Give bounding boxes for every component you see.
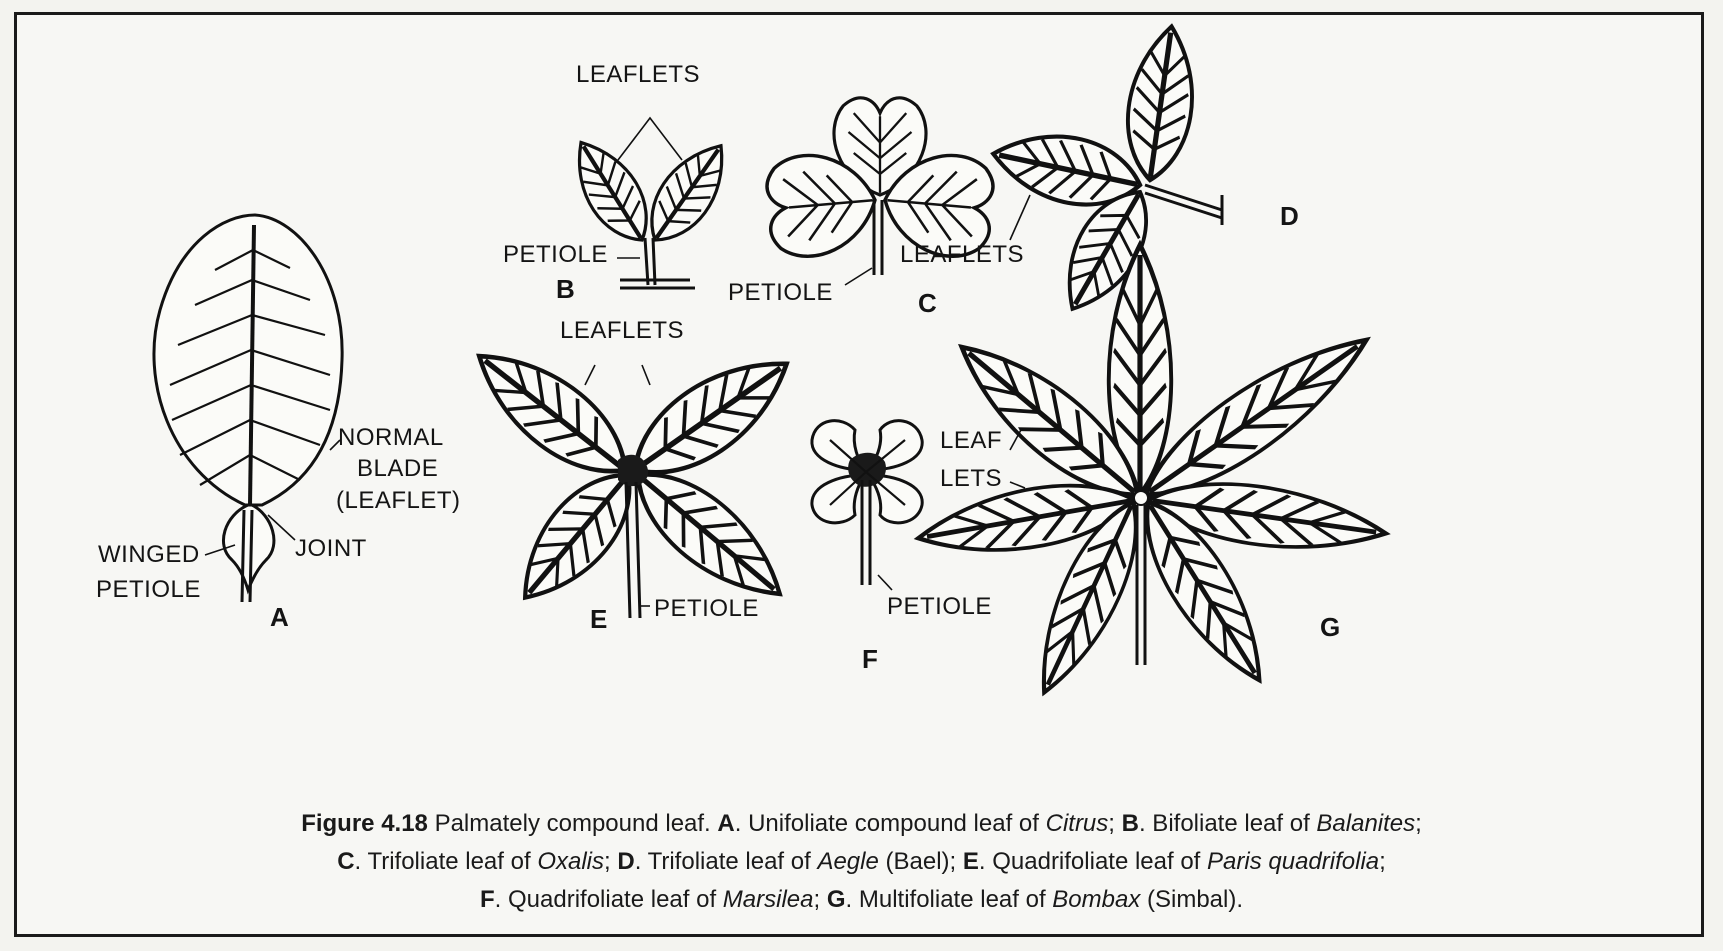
caption-text: . Multifoliate leaf of xyxy=(846,886,1053,913)
caption-line-2: C. Trifoliate leaf of Oxalis; D. Trifoli… xyxy=(40,843,1683,881)
caption-genus: Paris quadrifolia xyxy=(1207,848,1379,875)
label-lets: LETS xyxy=(940,465,1002,492)
label-c: C xyxy=(918,288,937,318)
caption-text: . Unifoliate compound leaf of xyxy=(735,810,1046,837)
label-petiole-e: PETIOLE xyxy=(654,595,759,622)
label-leaflets-b: LEAFLETS xyxy=(576,61,700,88)
label-normal: NORMAL xyxy=(338,424,444,451)
caption-line-1: Figure 4.18 Palmately compound leaf. A. … xyxy=(40,805,1683,843)
label-joint: JOINT xyxy=(295,535,367,562)
caption-key: E xyxy=(963,848,979,875)
label-e: E xyxy=(590,604,607,634)
caption-text: . Trifoliate leaf of xyxy=(635,848,818,875)
caption-genus: Oxalis xyxy=(537,848,604,875)
figure-caption: Figure 4.18 Palmately compound leaf. A. … xyxy=(40,805,1683,919)
label-g: G xyxy=(1320,612,1340,642)
label-petiole-c: PETIOLE xyxy=(728,279,833,306)
caption-genus: Bombax xyxy=(1052,886,1140,913)
caption-text: . Trifoliate leaf of xyxy=(355,848,538,875)
label-petiole-b: PETIOLE xyxy=(503,241,608,268)
caption-line-3: F. Quadrifoliate leaf of Marsilea; G. Mu… xyxy=(40,881,1683,919)
caption-text: Palmately compound leaf. xyxy=(428,810,718,837)
label-petiole-a: PETIOLE xyxy=(96,576,201,603)
caption-genus: Aegle xyxy=(817,848,878,875)
caption-text: . Bifoliate leaf of xyxy=(1139,810,1316,837)
caption-text: ; xyxy=(1379,848,1386,875)
label-blade: BLADE xyxy=(357,455,438,482)
caption-key: C xyxy=(337,848,354,875)
caption-key: D xyxy=(617,848,634,875)
caption-text: . Quadrifoliate leaf of xyxy=(495,886,723,913)
caption-genus: Citrus xyxy=(1046,810,1109,837)
label-b: B xyxy=(556,274,575,304)
label-leaflets-d: LEAFLETS xyxy=(900,241,1024,268)
label-leaflet: (LEAFLET) xyxy=(336,487,461,514)
caption-text: (Simbal). xyxy=(1140,886,1243,913)
leaf-d-drawing xyxy=(987,22,1222,324)
caption-key: A xyxy=(717,810,734,837)
leaf-f-drawing xyxy=(812,421,922,590)
caption-key: F xyxy=(480,886,495,913)
caption-text: ; xyxy=(1415,810,1422,837)
caption-text: ; xyxy=(1108,810,1121,837)
caption-genus: Marsilea xyxy=(723,886,814,913)
caption-figure-number: Figure 4.18 xyxy=(301,810,428,837)
caption-text: . Quadrifoliate leaf of xyxy=(979,848,1207,875)
caption-text: ; xyxy=(604,848,617,875)
label-f: F xyxy=(862,644,878,674)
leaf-e-drawing xyxy=(459,331,806,618)
label-a: A xyxy=(270,602,289,632)
label-petiole-f: PETIOLE xyxy=(887,593,992,620)
caption-text: ; xyxy=(814,886,827,913)
caption-key: G xyxy=(827,886,846,913)
caption-text: (Bael); xyxy=(879,848,963,875)
caption-key: B xyxy=(1122,810,1139,837)
label-leaflets-e: LEAFLETS xyxy=(560,317,684,344)
label-leaf: LEAF xyxy=(940,427,1002,454)
label-d: D xyxy=(1280,201,1299,231)
caption-genus: Balanites xyxy=(1316,810,1415,837)
label-winged: WINGED xyxy=(98,541,200,568)
